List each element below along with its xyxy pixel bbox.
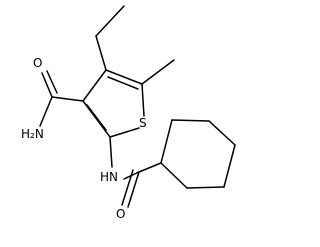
atom-label-o-bottom: O [116, 207, 125, 221]
bond-c3-c4 [82, 69, 107, 102]
bond-carbonyl-o [41, 72, 53, 98]
atom-label-nh: HN [100, 170, 118, 184]
bond-carbonyl2-ring [138, 162, 162, 173]
bond-c5-s [141, 83, 145, 117]
bond-cy-2-3 [171, 119, 210, 122]
bond-carbonyl2-o-double [121, 169, 134, 206]
bond-cy-4-5 [223, 144, 236, 188]
bond-c2-c3 [82, 100, 111, 138]
bond-cy-5-6 [186, 186, 225, 189]
bond-c2-nh [109, 136, 113, 168]
bond-c4-c5-double [107, 76, 139, 90]
atom-label-nh2: H₂N [21, 127, 44, 141]
bond-cy-6-1 [160, 162, 188, 189]
bond-carbonyl-n [39, 96, 53, 127]
atom-label-sulfur: S [139, 116, 147, 130]
bond-c4-c5 [105, 69, 143, 85]
bond-carbonyl-o-double [46, 70, 58, 94]
bond-cy-3-4 [208, 120, 236, 146]
molecule-structure: H₂N O S HN O [21, 5, 236, 221]
structure-canvas: H₂N O S HN O [21, 5, 236, 221]
bond-c5-methyl [141, 59, 175, 85]
bond-c4-ethyl-ch2 [95, 35, 107, 71]
bond-c3-carbonyl [51, 96, 84, 102]
bond-ethyl-ch2-ch3 [95, 5, 125, 37]
bond-s-c2 [109, 127, 140, 138]
atom-label-o-top: O [33, 56, 42, 70]
bond-cy-1-2 [160, 119, 173, 164]
bond-c2-c3-double [86, 104, 107, 131]
bond-carbonyl2-o [127, 171, 140, 208]
